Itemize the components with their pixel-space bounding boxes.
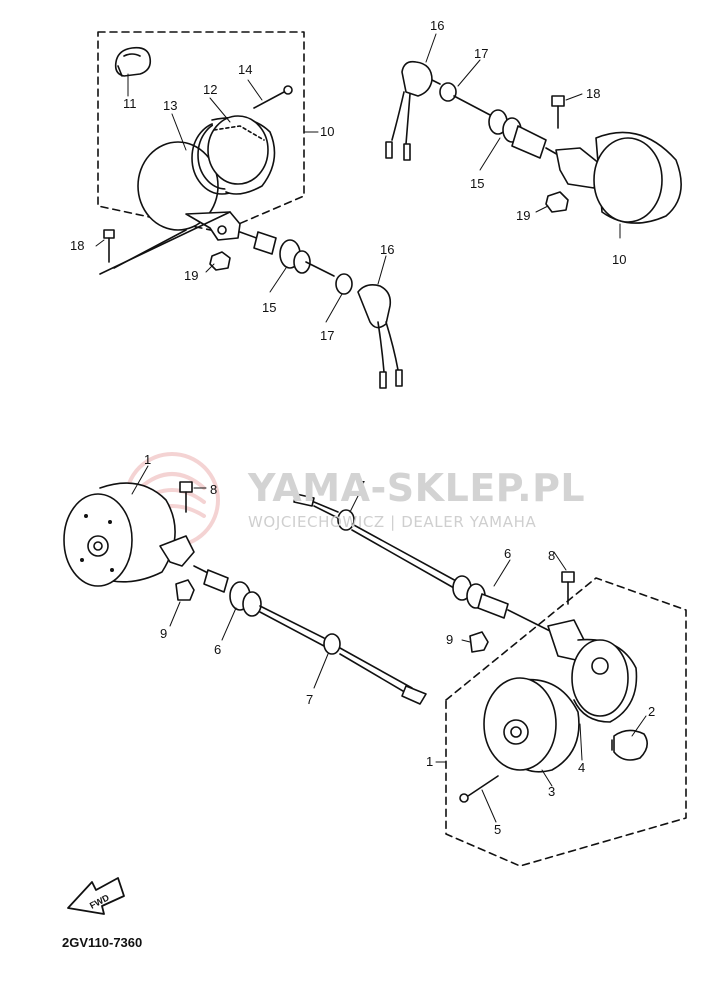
bolt-8a (179, 481, 193, 513)
grommet-6a (203, 569, 262, 617)
diagram-code: 2GV110-7360 (62, 935, 143, 950)
nut-9a (175, 579, 195, 601)
callout-14: 14 (238, 62, 252, 77)
top-right-flasher-assembly (385, 60, 682, 224)
callout-1b: 1 (426, 754, 433, 769)
socket-16b (385, 60, 433, 161)
housing-1 (63, 482, 176, 587)
top-left-flasher-assembly (97, 31, 403, 389)
housing-12 (207, 115, 276, 195)
mount-bracket-c (159, 535, 195, 567)
bulb-11 (114, 46, 152, 77)
washer-7a (323, 633, 341, 655)
leader-lines (95, 33, 647, 823)
callout-4: 4 (578, 760, 585, 775)
screw-14 (253, 85, 293, 109)
assembly-outline-10 (97, 31, 305, 233)
callout-12: 12 (203, 82, 217, 97)
bolt-8b (561, 571, 575, 605)
callout-18b: 18 (586, 86, 600, 101)
lower-left-flasher-assembly (63, 481, 427, 705)
nut-19b (545, 191, 569, 213)
wire-terminal-7b (293, 493, 315, 507)
callout-3: 3 (548, 784, 555, 799)
callout-19a: 19 (184, 268, 198, 283)
callout-7a: 7 (306, 692, 313, 707)
lens-13 (137, 141, 219, 231)
washer-17b (439, 82, 457, 102)
callout-1a: 1 (144, 452, 151, 467)
bolt-18 (103, 229, 115, 263)
washer-7b (337, 509, 355, 531)
watermark-subtitle: WOJCIECHOWICZ | DEALER YAMAHA (248, 513, 537, 531)
callout-6a: 6 (214, 642, 221, 657)
fwd-arrow-icon: FWD (67, 877, 125, 915)
wire-terminal-7a (401, 685, 427, 705)
grommet-15b (488, 109, 547, 159)
callout-11: 11 (123, 96, 137, 111)
callout-9b: 9 (446, 632, 453, 647)
callout-19b: 19 (516, 208, 530, 223)
watermark-title: YAMA-SKLEP.PL (248, 466, 586, 510)
bolt-18b (551, 95, 565, 129)
bulb-2 (611, 729, 648, 761)
callout-6b: 6 (504, 546, 511, 561)
callout-15b: 15 (470, 176, 484, 191)
callout-numbers: 11 12 13 14 10 18 19 15 17 16 16 17 15 1… (70, 18, 655, 837)
callout-10a: 10 (320, 124, 334, 139)
screw-5 (459, 775, 499, 803)
lower-right-flasher-assembly (293, 493, 687, 867)
callout-9a: 9 (160, 626, 167, 641)
callout-8b: 8 (548, 548, 555, 563)
grommet-6b (452, 575, 509, 619)
callout-17b: 17 (474, 46, 488, 61)
housing-10b (593, 131, 682, 224)
callout-16a: 16 (380, 242, 394, 257)
grommet-15 (253, 231, 311, 274)
lens-3 (483, 677, 580, 773)
callout-17a: 17 (320, 328, 334, 343)
nut-19 (209, 251, 231, 271)
callout-5: 5 (494, 822, 501, 837)
callout-15a: 15 (262, 300, 276, 315)
socket-16 (357, 284, 403, 389)
callout-8a: 8 (210, 482, 217, 497)
assembly-outline-1 (445, 577, 687, 867)
callout-2: 2 (648, 704, 655, 719)
nut-9b (469, 631, 489, 653)
washer-17 (335, 273, 353, 295)
callout-7b: 7 (358, 478, 365, 493)
callout-10b: 10 (612, 252, 626, 267)
housing-4 (571, 638, 638, 723)
callout-13: 13 (163, 98, 177, 113)
callout-16b: 16 (430, 18, 444, 33)
callout-18a: 18 (70, 238, 84, 253)
